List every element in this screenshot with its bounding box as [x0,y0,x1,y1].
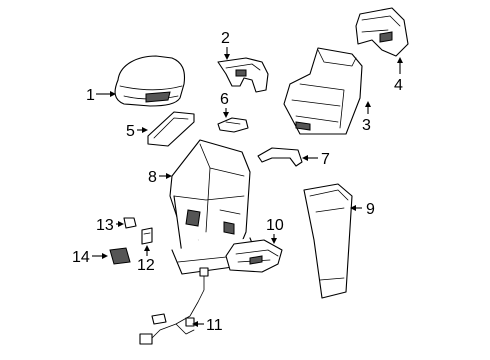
part-14-control-unit [109,247,131,265]
callout-11: 11 [192,317,223,334]
svg-text:3: 3 [362,117,371,134]
svg-text:12: 12 [137,257,155,274]
part-2-bracket [217,57,269,93]
part-10-module [225,239,283,273]
callout-1: 1 [86,87,116,104]
svg-text:13: 13 [96,217,114,234]
svg-text:5: 5 [126,123,135,140]
part-12-switch [141,227,153,245]
svg-text:4: 4 [394,77,403,94]
callout-5: 5 [126,123,148,140]
part-4-trim-cover [355,7,409,57]
callout-10: 10 [266,217,284,244]
svg-text:1: 1 [86,87,95,104]
svg-text:2: 2 [221,30,230,47]
svg-text:7: 7 [321,151,330,168]
part-7-bracket-strip [257,147,303,167]
callout-14: 14 [72,249,108,266]
svg-text:11: 11 [206,317,223,334]
callout-4: 4 [394,57,403,94]
callout-7: 7 [302,151,330,168]
part-5-liner [147,111,195,147]
part-1-armrest-lid [114,55,186,107]
svg-text:9: 9 [366,201,375,218]
part-3-storage-bin [283,47,363,135]
callout-6: 6 [220,91,229,118]
callout-2: 2 [221,30,230,60]
svg-text:10: 10 [266,217,284,234]
svg-text:14: 14 [72,249,90,266]
callout-13: 13 [96,217,124,234]
callout-9: 9 [350,201,375,218]
part-11-wiring-harness [139,267,209,345]
part-9-side-panel [303,183,353,299]
callout-12: 12 [137,245,155,274]
part-13-connector [123,217,137,229]
callout-3: 3 [362,101,371,134]
part-6-clip [217,117,249,133]
svg-text:8: 8 [148,169,157,186]
callout-8: 8 [148,169,172,186]
svg-text:6: 6 [220,91,229,108]
